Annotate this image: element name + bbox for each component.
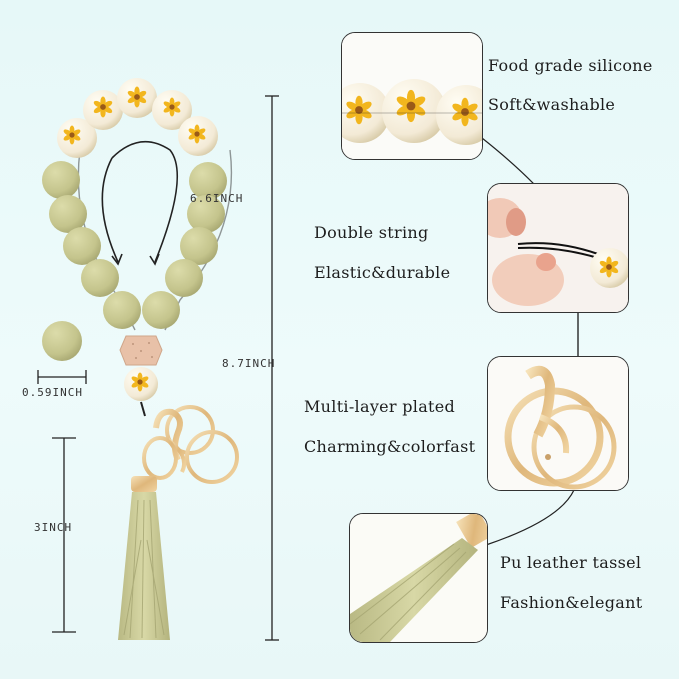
tassel bbox=[118, 492, 170, 640]
dimension-lines bbox=[37, 95, 279, 641]
feature-2-subtitle: Elastic&durable bbox=[314, 263, 451, 282]
feature-4-subtitle: Fashion&elegant bbox=[500, 593, 643, 612]
keyring-hardware bbox=[131, 405, 239, 492]
detail-photo-beads bbox=[341, 32, 483, 160]
loop-arrow bbox=[101, 140, 179, 266]
feature-1-subtitle: Soft&washable bbox=[488, 95, 616, 114]
detail-photo-keyring bbox=[487, 356, 629, 491]
feature-4-title: Pu leather tassel bbox=[500, 553, 642, 572]
detail-photo-string bbox=[487, 183, 629, 313]
bead-diameter-label: 0.59INCH bbox=[22, 386, 83, 399]
feature-3-title: Multi-layer plated bbox=[304, 397, 456, 416]
total-length-label: 8.7INCH bbox=[222, 357, 276, 370]
silicone-beads bbox=[42, 161, 227, 361]
tassel-length-label: 3INCH bbox=[34, 521, 73, 534]
feature-2-title: Double string bbox=[314, 223, 429, 242]
detail-photo-tassel bbox=[349, 513, 488, 643]
loop-width-label: 6.6INCH bbox=[190, 192, 244, 205]
feature-1-title: Food grade silicone bbox=[488, 56, 653, 75]
single-bead-sample bbox=[42, 321, 82, 361]
floral-beads bbox=[57, 78, 218, 158]
feature-3-subtitle: Charming&colorfast bbox=[304, 437, 476, 456]
